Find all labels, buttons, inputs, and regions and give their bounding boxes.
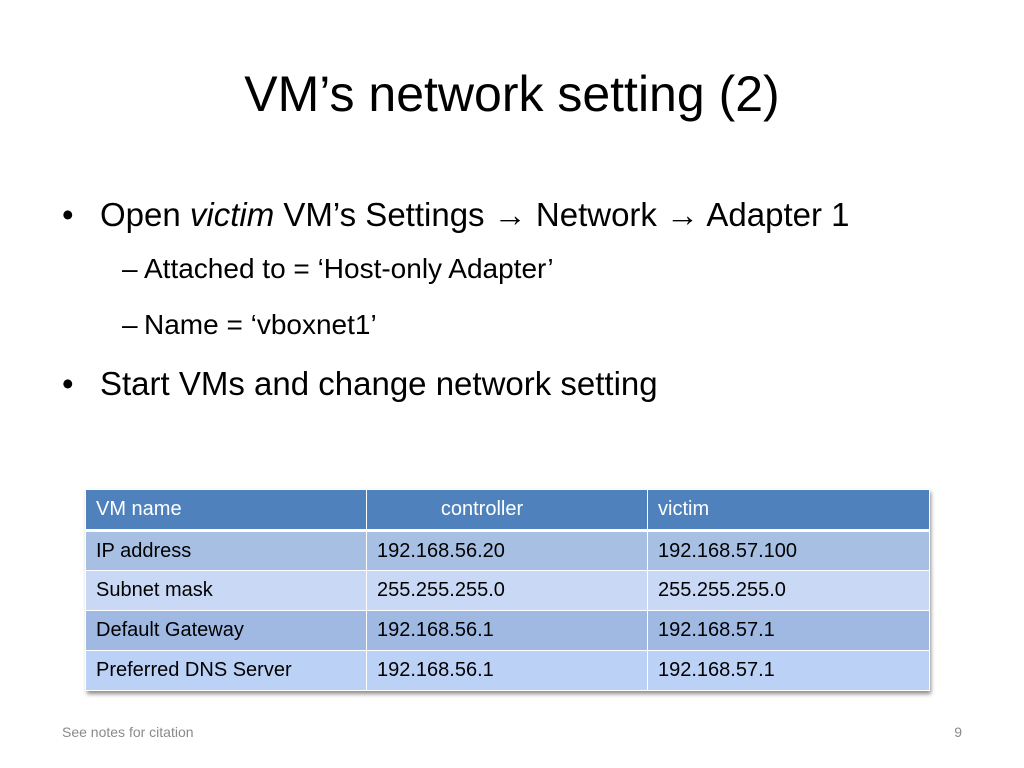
bullet-text-prefix: Open — [100, 196, 190, 233]
table-cell: Subnet mask — [85, 570, 367, 611]
network-settings-table: VM name controller victim IP address 192… — [85, 489, 930, 691]
page-number: 9 — [954, 724, 962, 740]
table-cell: 192.168.56.1 — [366, 610, 648, 651]
header-cell: controller — [366, 489, 648, 532]
slide-title: VM’s network setting (2) — [244, 66, 780, 122]
bullet-text: Start VMs and change network setting — [100, 365, 658, 402]
sub-bullet-attached-to: – Attached to = ‘Host-only Adapter’ — [60, 249, 960, 289]
table-cell: IP address — [85, 530, 367, 571]
footer-citation: See notes for citation — [62, 724, 194, 740]
sub-bullet-text: Name = ‘vboxnet1’ — [144, 309, 377, 340]
bullet-text-italic: victim — [189, 196, 275, 233]
sub-bullet-text: Attached to = ‘Host-only Adapter’ — [144, 253, 554, 284]
table-cell: 192.168.57.1 — [647, 650, 930, 691]
sub-bullet-name: – Name = ‘vboxnet1’ — [60, 305, 960, 345]
bullet-item-start-vms: • Start VMs and change network setting — [60, 357, 960, 410]
bullet-list: • Open victim VM’s Settings → Network → … — [60, 188, 960, 410]
table-cell: 255.255.255.0 — [647, 570, 930, 611]
table-cell: Default Gateway — [85, 610, 367, 651]
bullet-symbol: • — [62, 365, 74, 402]
bullet-item-open-settings: • Open victim VM’s Settings → Network → … — [60, 188, 960, 241]
table-row: Subnet mask 255.255.255.0 255.255.255.0 — [85, 570, 930, 611]
header-cell: VM name — [85, 489, 367, 532]
header-cell: victim — [647, 489, 930, 532]
bullet-symbol: • — [62, 196, 74, 233]
table-header-row: VM name controller victim — [85, 489, 930, 532]
sub-bullet-symbol: – — [122, 253, 138, 284]
table-row: IP address 192.168.56.20 192.168.57.100 — [85, 530, 930, 571]
bullet-text-suffix: VM’s Settings → Network → Adapter 1 — [274, 196, 850, 233]
sub-bullet-symbol: – — [122, 309, 138, 340]
table-cell: Preferred DNS Server — [85, 650, 367, 691]
table-cell: 192.168.56.20 — [366, 530, 648, 571]
table-row: Default Gateway 192.168.56.1 192.168.57.… — [85, 610, 930, 651]
table-cell: 255.255.255.0 — [366, 570, 648, 611]
table-cell: 192.168.57.100 — [647, 530, 930, 571]
table-cell: 192.168.56.1 — [366, 650, 648, 691]
table-row: Preferred DNS Server 192.168.56.1 192.16… — [85, 650, 930, 691]
table-cell: 192.168.57.1 — [647, 610, 930, 651]
